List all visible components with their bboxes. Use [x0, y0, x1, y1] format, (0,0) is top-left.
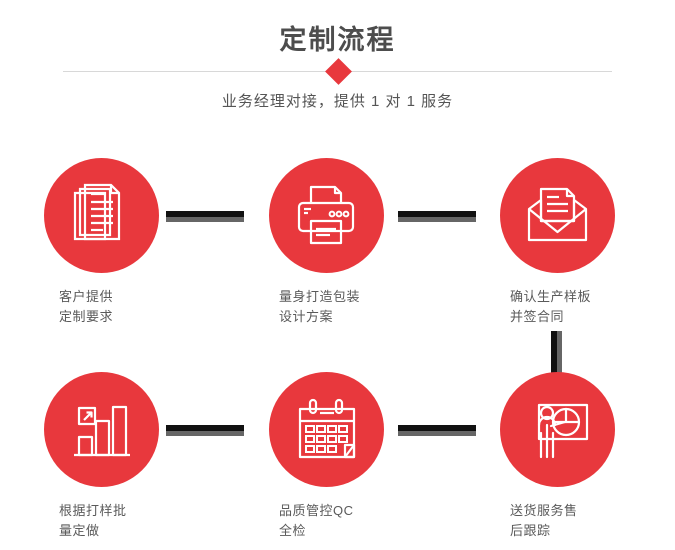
step-1-caption: 客户提供 定制要求	[21, 287, 181, 327]
step-5-line1: 品质管控QC	[279, 503, 354, 518]
step-4-icon-circle	[44, 372, 159, 487]
connector-5-6	[398, 425, 476, 436]
step-6-icon-circle	[500, 372, 615, 487]
diamond-marker-icon	[324, 58, 352, 85]
page-title: 定制流程	[279, 25, 396, 55]
connector-bar	[166, 425, 244, 431]
connector-bar	[551, 331, 557, 373]
connector-shadow	[398, 431, 476, 436]
presenter-pie-chart-icon	[537, 403, 588, 458]
step-2-line1: 量身打造包装	[279, 289, 361, 304]
connector-1-2	[166, 211, 244, 222]
step-3-caption: 确认生产样板 并签合同	[477, 287, 637, 327]
step-3-icon-circle	[500, 158, 615, 273]
connector-shadow	[166, 431, 244, 436]
step-2-caption: 量身打造包装 设计方案	[246, 287, 406, 327]
connector-shadow	[398, 217, 476, 222]
step-1-line2: 定制要求	[59, 309, 114, 324]
connector-4-5	[166, 425, 244, 436]
step-6-line2: 后跟踪	[510, 523, 551, 538]
connector-3-6	[551, 331, 562, 373]
step-3-line2: 并签合同	[510, 309, 565, 324]
printer-icon	[297, 185, 354, 244]
step-5-line2: 全检	[279, 523, 307, 538]
step-3-line1: 确认生产样板	[510, 289, 592, 304]
connector-shadow	[166, 217, 244, 222]
bar-chart-growth-icon	[73, 405, 130, 456]
step-2-line2: 设计方案	[279, 309, 334, 324]
step-5-icon-circle	[269, 372, 384, 487]
step-1-line1: 客户提供	[59, 289, 114, 304]
step-6-caption: 送货服务售 后跟踪	[477, 501, 637, 541]
documents-stack-icon	[73, 183, 120, 240]
connector-bar	[166, 211, 244, 217]
envelope-letter-icon	[527, 187, 587, 241]
step-6-line1: 送货服务售	[510, 503, 578, 518]
title-divider	[63, 58, 612, 85]
step-5-caption: 品质管控QC 全检	[246, 501, 406, 541]
step-4-line2: 量定做	[59, 523, 100, 538]
connector-bar	[398, 425, 476, 431]
step-2-icon-circle	[269, 158, 384, 273]
calendar-icon	[298, 398, 355, 458]
step-4-caption: 根据打样批 量定做	[21, 501, 181, 541]
connector-bar	[398, 211, 476, 217]
step-1-icon-circle	[44, 158, 159, 273]
connector-2-3	[398, 211, 476, 222]
step-4-line1: 根据打样批	[59, 503, 127, 518]
connector-shadow	[557, 331, 562, 373]
page-subtitle: 业务经理对接，提供 1 对 1 服务	[221, 93, 454, 110]
